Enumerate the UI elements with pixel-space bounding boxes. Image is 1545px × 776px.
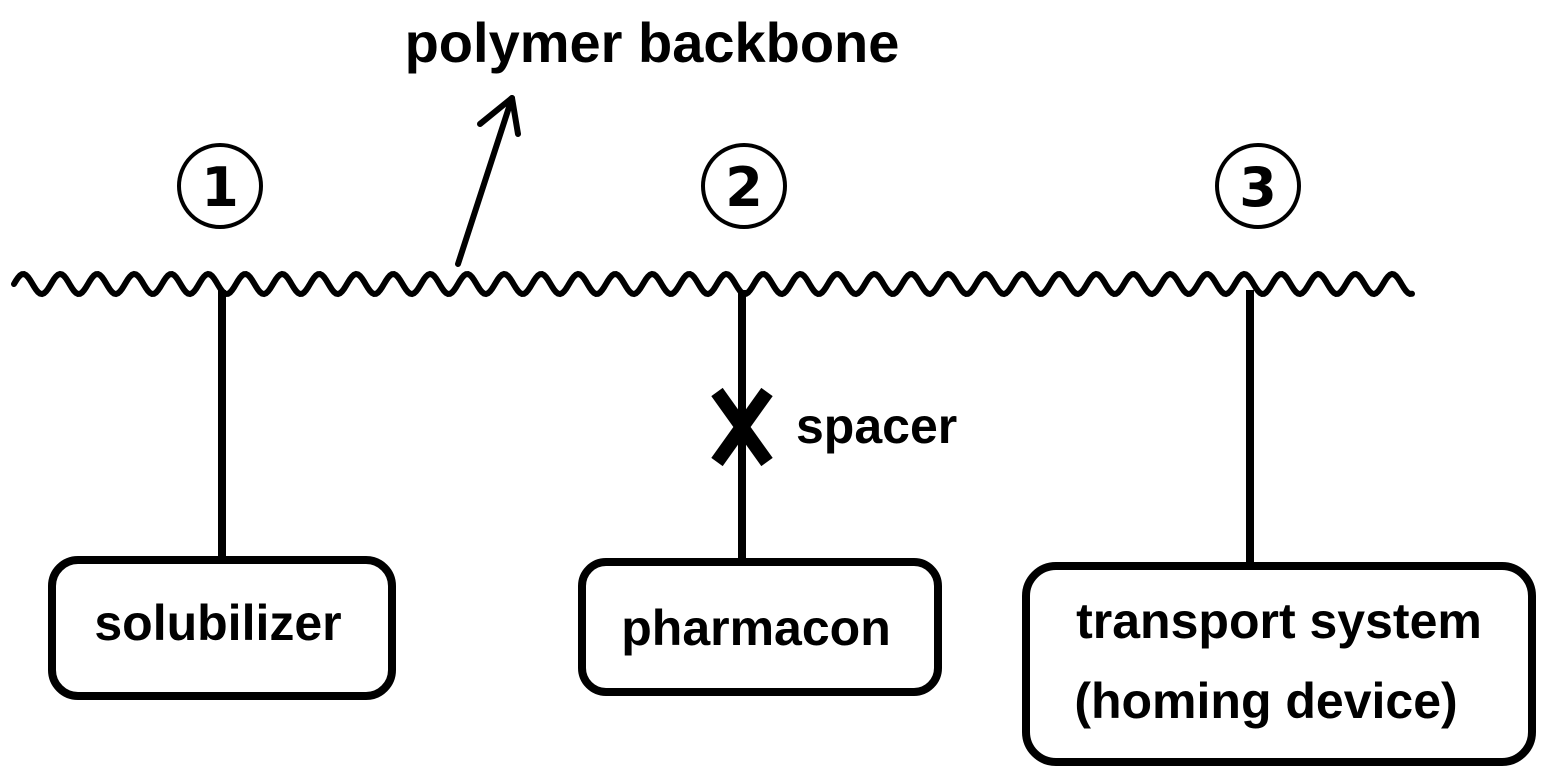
marker-1: 1 — [177, 143, 263, 229]
transport-system-label-line1: transport system — [1076, 593, 1482, 649]
pharmacon-box: pharmacon — [578, 558, 942, 696]
transport-system-label-line2: (homing device) — [1074, 673, 1457, 729]
marker-3: 3 — [1215, 143, 1301, 229]
polymer-backbone-wave — [11, 270, 1415, 298]
marker-2-number: 2 — [725, 156, 763, 219]
transport-system-box: transport system (homing device) — [1022, 562, 1536, 766]
solubilizer-label: solubilizer — [94, 595, 341, 651]
backbone-label: polymer backbone — [405, 11, 900, 74]
marker-2: 2 — [701, 143, 787, 229]
marker-1-number: 1 — [201, 156, 239, 219]
spacer-symbol — [711, 387, 773, 467]
solubilizer-box: solubilizer — [48, 556, 396, 700]
marker-3-number: 3 — [1239, 156, 1277, 219]
pharmacon-label: pharmacon — [621, 600, 891, 656]
backbone-arrow — [455, 95, 521, 267]
spacer-label: spacer — [796, 398, 957, 454]
